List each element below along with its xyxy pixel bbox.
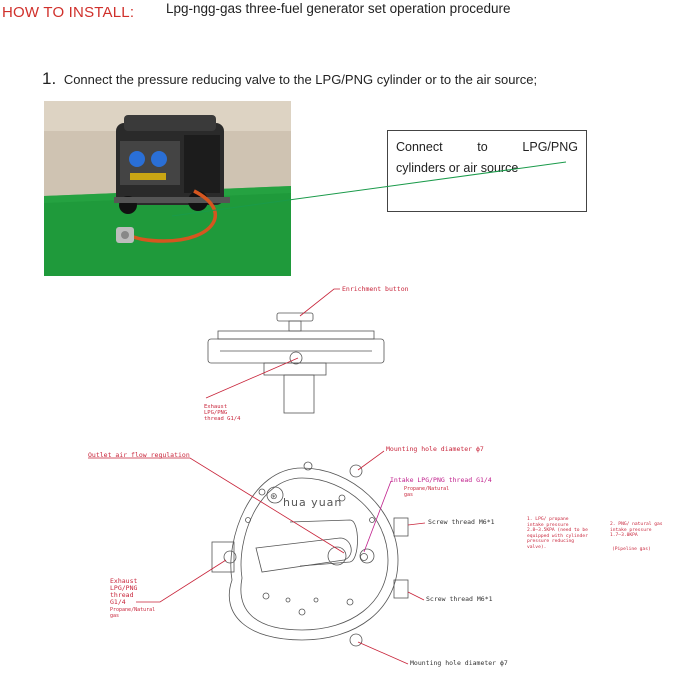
mounting-hole-bottom-label: Mounting hole diameter ϕ7 <box>410 659 508 667</box>
connect-callout: Connect to LPG/PNG cylinders or air sour… <box>387 130 587 212</box>
page-title: Lpg-ngg-gas three-fuel generator set ope… <box>166 1 511 16</box>
intake-gas-type-label: Propane/Natural gas <box>404 486 450 498</box>
pipeline-gas-note: (Pipeline gas) <box>612 547 651 552</box>
generator-photo-illustration <box>44 101 291 276</box>
callout-word-to: to <box>477 140 488 154</box>
step-text: Connect the pressure reducing valve to t… <box>63 72 538 87</box>
screw-thread-bottom-label: Screw thread M6*1 <box>426 595 493 603</box>
enrichment-button-label: Enrichment button <box>342 285 409 293</box>
step-number: 1. <box>42 69 57 88</box>
mounting-hole-top-label: Mounting hole diameter ϕ7 <box>386 445 484 453</box>
generator-photo <box>44 101 291 276</box>
callout-word-lpg-png: LPG/PNG <box>522 140 578 154</box>
intake-thread-label: Intake LPG/PNG thread G1/4 <box>390 476 492 484</box>
outlet-air-flow-label: Outlet air flow regulation <box>88 451 190 459</box>
callout-line-1: Connect to LPG/PNG <box>396 137 578 158</box>
lpg-pressure-note: 1. LPG/ propane intake pressure 2.8–3.5K… <box>527 517 588 550</box>
install-heading: HOW TO INSTALL: <box>2 4 135 21</box>
top-exhaust-label: Exhaust LPG/PNG thread G1/4 <box>204 404 241 422</box>
bottom-exhaust-gas-type: Propane/Natural gas <box>110 607 156 619</box>
png-pressure-note: 2. PNG/ natural gas intake pressure 1.7–… <box>610 522 663 539</box>
valve-top-view: ⊛ <box>211 461 409 647</box>
screw-thread-top-label: Screw thread M6*1 <box>428 518 495 526</box>
bottom-exhaust-label: Exhaust LPG/PNG thread G1/4 <box>110 577 138 606</box>
valve-side-view <box>207 312 385 414</box>
callout-line-2: cylinders or air source <box>396 161 519 175</box>
hua-yuan-logo-text: hua yuan <box>283 496 343 509</box>
svg-text:⊛: ⊛ <box>270 492 278 502</box>
step-1-instruction: 1. Connect the pressure reducing valve t… <box>42 69 537 89</box>
callout-word-connect: Connect <box>396 140 443 154</box>
